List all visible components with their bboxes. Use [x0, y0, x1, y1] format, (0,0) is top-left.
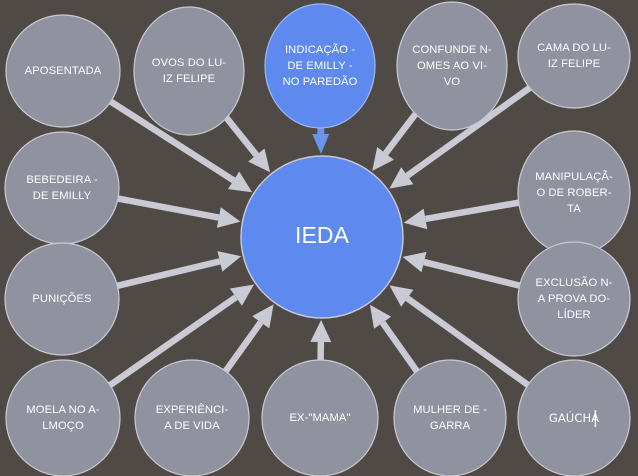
connector-manipulacao-de-roberta[interactable] — [403, 199, 520, 230]
node-shape — [517, 241, 631, 357]
node-shape — [5, 14, 121, 128]
node-confunde-nomes-ao-vivo[interactable]: CONFUNDE N-OMES AO VI-VO — [396, 1, 508, 131]
node-label: INDICAÇÃO -DE EMILLY -NO PAREDÃO — [283, 43, 358, 88]
node-shape — [134, 359, 250, 476]
node-label: OVOS DO LU-IZ FELIPE — [152, 57, 227, 85]
connector-line — [117, 195, 220, 221]
connector-line — [382, 111, 419, 156]
arrow-head-icon — [216, 207, 241, 228]
connector-ex-mama[interactable] — [310, 319, 332, 361]
node-label: CONFUNDE N-OMES AO VI-VO — [412, 44, 492, 88]
node-shape — [5, 359, 121, 476]
arrow-head-icon — [229, 284, 254, 306]
arrow-head-icon — [227, 171, 253, 193]
connector-cama-do-luiz-felipe[interactable] — [389, 85, 532, 189]
connector-line — [424, 199, 520, 223]
node-ovos-do-luiz-felipe[interactable]: OVOS DO LU-IZ FELIPE — [133, 6, 245, 136]
arrow-head-icon — [389, 285, 414, 307]
node-label: IEDA — [295, 222, 350, 248]
connector-line — [108, 98, 236, 184]
connector-confunde-nomes-ao-vivo[interactable] — [372, 111, 419, 171]
node-moela-no-almoco[interactable]: MOELA NO A-LMOÇO — [5, 359, 121, 476]
connector-line — [405, 295, 530, 388]
edges-layer — [108, 85, 532, 388]
node-shape — [264, 3, 376, 129]
node-label: MOELA NO A-LMOÇO — [26, 404, 99, 432]
connector-exclusao-na-prova-do-lider[interactable] — [402, 251, 521, 289]
node-label: EXPERIÊNCI-A DE VIDA — [156, 403, 229, 432]
arrow-head-icon — [402, 251, 427, 273]
node-label: BEBEDEIRA -DE EMILLY — [26, 174, 98, 202]
connector-line — [223, 115, 259, 158]
connector-line — [108, 294, 238, 388]
node-exclusao-na-prova-do-lider[interactable]: EXCLUSÃO N-A PROVA DO-LÍDER — [517, 241, 631, 357]
node-label: MANIPULAÇÃ-O DE ROBER-TA — [535, 170, 613, 215]
connector-line — [405, 85, 532, 179]
arrow-head-icon — [312, 133, 330, 155]
node-aposentada[interactable]: APOSENTADA — [5, 14, 121, 128]
connector-line — [379, 320, 420, 374]
connector-punicoes[interactable] — [116, 251, 242, 289]
node-label: MULHER DE -GARRA — [413, 404, 487, 432]
connector-experiencia-de-vida[interactable] — [222, 304, 274, 374]
arrow-head-icon — [372, 147, 394, 171]
connector-bebedeira-de-emilly[interactable] — [117, 195, 241, 228]
node-experiencia-de-vida[interactable]: EXPERIÊNCI-A DE VIDA — [134, 359, 250, 476]
node-shape — [396, 1, 508, 131]
connector-mulher-de-garra[interactable] — [369, 304, 420, 374]
connector-line — [423, 258, 521, 289]
node-label: APOSENTADA — [25, 65, 102, 77]
text-caret-icon — [594, 410, 597, 427]
arrow-head-icon — [389, 167, 414, 189]
arrow-head-icon — [217, 251, 242, 272]
connector-ovos-do-luiz-felipe[interactable] — [223, 115, 271, 173]
node-shape — [4, 242, 120, 356]
connector-moela-no-almoco[interactable] — [108, 284, 254, 388]
node-ieda[interactable]: IEDA — [240, 155, 404, 319]
node-label: EXCLUSÃO N-A PROVA DO-LÍDER — [536, 276, 613, 321]
nodes-layer: APOSENTADA OVOS DO LU-IZ FELIPE INDICAÇÃO … — [4, 1, 631, 476]
connector-aposentada[interactable] — [108, 98, 253, 193]
node-bebedeira-de-emilly[interactable]: BEBEDEIRA -DE EMILLY — [4, 131, 120, 245]
node-punicoes[interactable]: PUNIÇÕES — [4, 242, 120, 356]
connector-indicacao-de-emilly-no-paredao[interactable] — [312, 127, 330, 155]
node-shape — [517, 3, 631, 109]
node-label: EX-"MAMA" — [289, 412, 350, 424]
node-shape — [133, 6, 245, 136]
node-shape — [240, 155, 404, 319]
node-label: CAMA DO LU-IZ FELIPE — [537, 42, 611, 70]
node-label: PUNIÇÕES — [32, 292, 91, 305]
connector-line — [116, 258, 221, 289]
node-label: GAÚCHA — [549, 410, 599, 425]
arrow-head-icon — [252, 304, 274, 329]
node-gaucha[interactable]: GAÚCHA — [517, 359, 631, 476]
node-shape — [261, 359, 379, 476]
arrow-head-icon — [310, 319, 332, 343]
node-shape — [4, 131, 120, 245]
node-mulher-de-garra[interactable]: MULHER DE -GARRA — [393, 359, 507, 476]
node-indicacao-de-emilly-no-paredao[interactable]: INDICAÇÃO -DE EMILLY -NO PAREDÃO — [264, 3, 376, 129]
arrow-head-icon — [369, 304, 392, 329]
connector-gaucha[interactable] — [389, 285, 530, 388]
node-manipulacao-de-roberta[interactable]: MANIPULAÇÃ-O DE ROBER-TA — [517, 130, 631, 256]
arrow-head-icon — [403, 208, 428, 230]
node-cama-do-luiz-felipe[interactable]: CAMA DO LU-IZ FELIPE — [517, 3, 631, 109]
node-shape — [517, 359, 631, 476]
node-ex-mama[interactable]: EX-"MAMA" — [261, 359, 379, 476]
arrow-head-icon — [248, 148, 271, 173]
node-shape — [393, 359, 507, 476]
connector-line — [222, 320, 264, 374]
